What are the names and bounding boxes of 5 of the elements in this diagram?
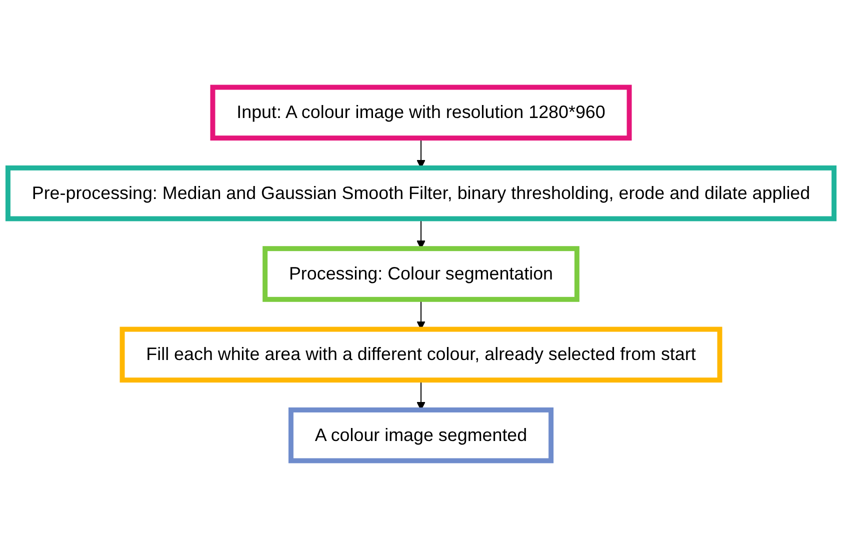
node-box: Fill each white area with a different colour, already selected from start: [120, 326, 722, 383]
node-box: A colour image segmented: [288, 407, 554, 464]
node-box: Processing: Colour segmentation: [262, 246, 580, 302]
node-box: Input: A colour image with resolution 1280*960: [210, 84, 632, 141]
node-box: Pre-processing: Median and Gaussian Smooth Filter, binary thresholding, erode and dilate applied: [5, 165, 837, 222]
